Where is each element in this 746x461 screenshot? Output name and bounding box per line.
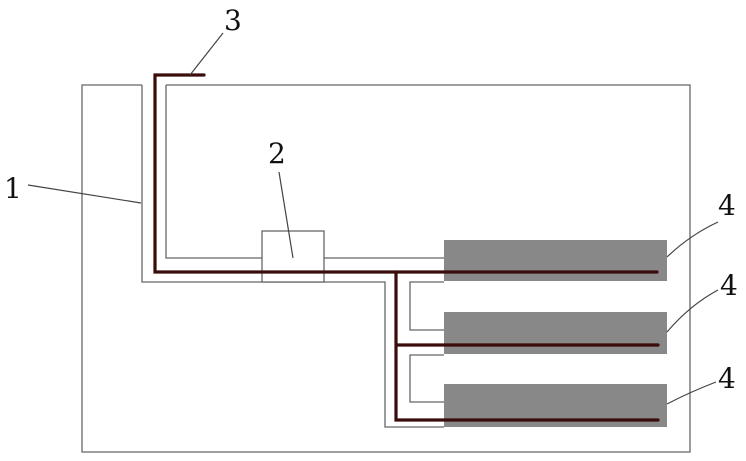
- label-4b: 4: [720, 269, 738, 302]
- label-4c: 4: [718, 362, 736, 395]
- leader-4c: [667, 382, 716, 404]
- label-3: 3: [224, 4, 242, 37]
- heating-pad-1: [444, 240, 667, 281]
- label-2: 2: [268, 137, 286, 170]
- label-1: 1: [4, 172, 22, 205]
- leader-1: [28, 185, 141, 203]
- leader-4a: [667, 222, 718, 257]
- leader-3: [190, 33, 223, 75]
- leader-4b: [667, 290, 718, 332]
- branch-loop-1: [410, 282, 444, 330]
- branch-loop-2: [410, 355, 444, 402]
- label-4a: 4: [718, 189, 736, 222]
- heating-pad-2: [444, 312, 667, 354]
